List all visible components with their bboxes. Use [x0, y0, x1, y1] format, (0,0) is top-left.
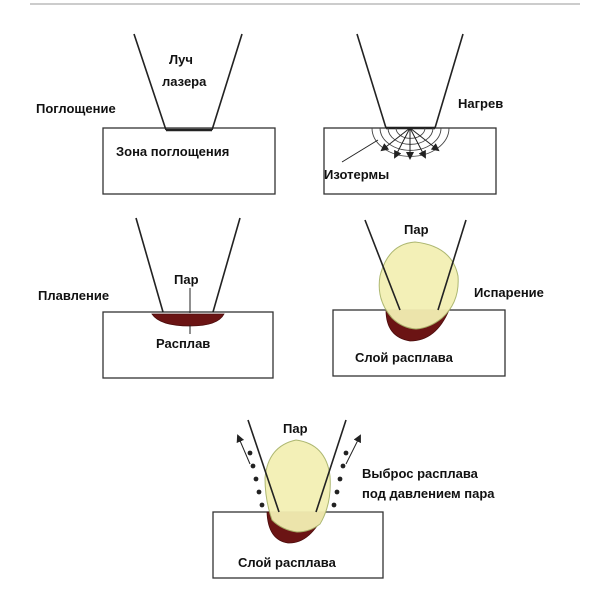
laser-beam-left [247, 419, 280, 513]
workpiece-block [102, 127, 276, 195]
panel-evaporation: Пар Испарение Слой расплава [332, 219, 544, 377]
heat-flow-arrow [409, 127, 440, 152]
heat-flow-arrow [409, 127, 426, 159]
laser-beam-right [437, 219, 467, 311]
laser-beam-right [211, 33, 243, 131]
zone-label: Зона поглощения [116, 144, 229, 159]
heat-flow-arrow [380, 127, 411, 152]
stage-label-absorption: Поглощение [36, 101, 116, 116]
ejection-arrow-left [236, 434, 251, 465]
melt-label: Слой расплава [355, 350, 454, 365]
laser-beam-left [133, 33, 167, 131]
melt-label: Слой расплава [238, 555, 337, 570]
vapor-plume [264, 439, 331, 533]
ejected-melt-droplets [247, 450, 349, 508]
panel-melting: Пар Плавление Расплав [38, 217, 274, 379]
laser-beam-right [434, 33, 464, 129]
stage-label-evaporation: Испарение [474, 285, 544, 300]
stage-label-ejection-line-2: под давлением пара [362, 486, 495, 501]
laser-beam-right [315, 419, 347, 513]
stage-label-heating: Нагрев [458, 96, 503, 111]
panel-absorption: Луч лазера Поглощение Зона поглощения [36, 33, 276, 195]
panel-heating: Нагрев Изотермы [323, 33, 503, 195]
beam-label-line-1: Луч [169, 52, 193, 67]
stage-label-melting: Плавление [38, 288, 109, 303]
vapor-label: Пар [174, 272, 199, 287]
vapor-label: Пар [283, 421, 308, 436]
vapor-label: Пар [404, 222, 429, 237]
melt-label: Расплав [156, 336, 210, 351]
isotherm-pointer [341, 139, 379, 163]
ejection-arrow-right [345, 434, 361, 465]
stage-label-ejection-line-1: Выброс расплава [362, 466, 479, 481]
beam-label-line-2: лазера [162, 74, 207, 89]
heat-flow-arrow [394, 127, 411, 159]
laser-beam-left [364, 219, 401, 311]
laser-beam-left [135, 217, 164, 313]
laser-beam-left [356, 33, 387, 129]
isotherm-label: Изотермы [324, 167, 389, 182]
panel-ejection: Пар Выброс расплава под давлением пара С… [212, 419, 495, 579]
laser-beam-right [212, 217, 241, 313]
